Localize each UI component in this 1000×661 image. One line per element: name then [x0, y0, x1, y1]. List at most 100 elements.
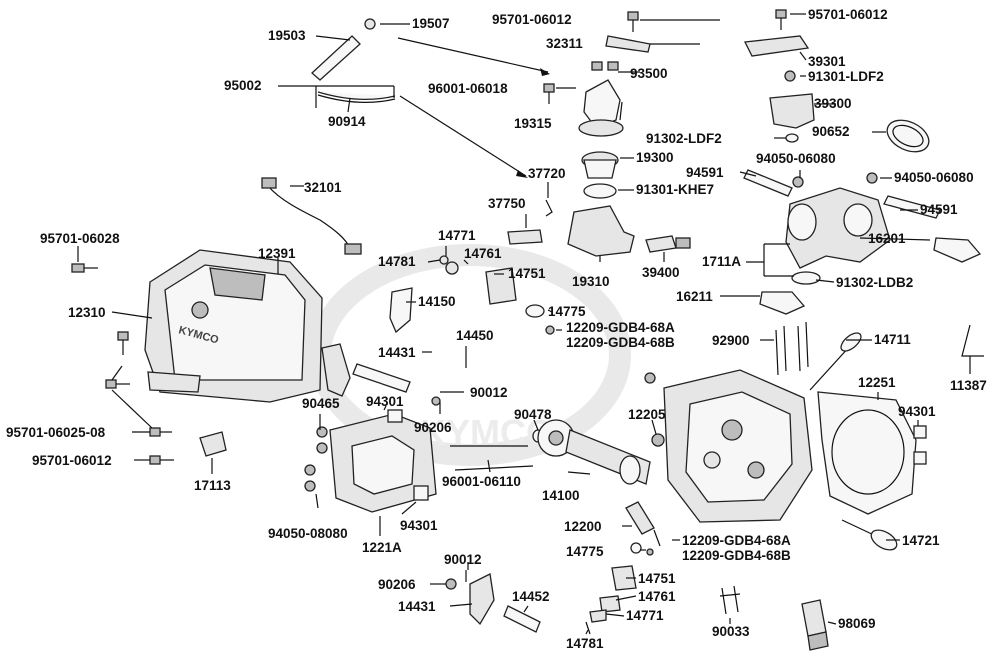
studs: [775, 321, 809, 376]
part-labels: 19507 19503 95002 90914 32101 95701-0602…: [6, 7, 987, 651]
label-19310: 19310: [572, 274, 610, 289]
label-93500: 93500: [630, 66, 668, 81]
rocker-components-upper: [321, 255, 555, 406]
label-37750: 37750: [488, 196, 526, 211]
label-39300: 39300: [814, 96, 852, 111]
label-14775-a: 14775: [548, 304, 586, 319]
label-1221a: 1221A: [362, 540, 402, 555]
breather-hose: [311, 18, 396, 104]
label-14751-a: 14751: [508, 266, 546, 281]
label-14771-a: 14771: [438, 228, 476, 243]
label-14751-b: 14751: [638, 571, 676, 586]
label-12310: 12310: [68, 305, 106, 320]
label-92900: 92900: [712, 333, 750, 348]
label-94301-c: 94301: [400, 518, 438, 533]
label-90652: 90652: [812, 124, 850, 139]
label-90206-a: 90206: [414, 420, 452, 435]
label-94301-a: 94301: [366, 394, 404, 409]
label-91301-ldf2: 91301-LDF2: [808, 69, 884, 84]
label-90033: 90033: [712, 624, 750, 639]
label-16201: 16201: [868, 231, 906, 246]
label-39400: 39400: [642, 265, 680, 280]
label-96001-06018: 96001-06018: [428, 81, 508, 96]
label-90012-a: 90012: [470, 385, 508, 400]
label-14761-a: 14761: [464, 246, 502, 261]
label-12209-gdb4-68b-a: 12209-GDB4-68B: [566, 335, 675, 350]
label-14781-a: 14781: [378, 254, 416, 269]
label-14761-b: 14761: [638, 589, 676, 604]
label-98069: 98069: [838, 616, 876, 631]
label-96001-06110: 96001-06110: [442, 474, 521, 489]
label-14100: 14100: [542, 488, 580, 503]
label-12251: 12251: [858, 375, 896, 390]
label-94050-08080: 94050-08080: [268, 526, 348, 541]
label-94050-06080-b: 94050-06080: [894, 170, 974, 185]
label-95701-06012-left: 95701-06012: [32, 453, 112, 468]
long-bolts: [450, 445, 534, 471]
rubber-mount: [199, 431, 227, 457]
arrow-heads: [516, 68, 550, 178]
temperature-sensor: [645, 235, 691, 253]
label-94050-06080-a: 94050-06080: [756, 151, 836, 166]
label-95701-06012-a: 95701-06012: [492, 12, 572, 27]
spark-plug: [801, 599, 829, 651]
label-32101: 32101: [304, 180, 342, 195]
label-17113: 17113: [194, 478, 231, 493]
label-16211: 16211: [676, 289, 713, 304]
label-19315: 19315: [514, 116, 552, 131]
label-95701-06028: 95701-06028: [40, 231, 120, 246]
label-12209-gdb4-68a-a: 12209-GDB4-68A: [566, 320, 675, 335]
label-90465: 90465: [302, 396, 340, 411]
sensor-and-clip: [507, 199, 553, 245]
label-14711: 14711: [874, 332, 911, 347]
camshaft: [537, 419, 651, 485]
camshaft-holder: [304, 409, 437, 513]
label-19503: 19503: [268, 28, 306, 43]
label-14431-b: 14431: [398, 599, 436, 614]
intake-manifold: [785, 187, 891, 269]
valve-intake: [841, 519, 898, 551]
rocker-components-lower: [445, 542, 654, 635]
label-90012-b: 90012: [444, 552, 482, 567]
head-gasket: [817, 391, 927, 515]
label-94591-b: 94591: [920, 202, 958, 217]
label-14431-a: 14431: [378, 345, 416, 360]
label-14450: 14450: [456, 328, 494, 343]
label-12209-gdb4-68b-b: 12209-GDB4-68B: [682, 548, 791, 563]
label-32311: 32311: [546, 36, 583, 51]
label-14781-b: 14781: [566, 636, 604, 651]
label-14721: 14721: [902, 533, 940, 548]
pin: [719, 585, 741, 615]
label-95002: 95002: [224, 78, 262, 93]
hose-clamp: [886, 119, 930, 153]
label-37720: 37720: [528, 166, 566, 181]
label-14150: 14150: [418, 294, 456, 309]
label-12200: 12200: [564, 519, 602, 534]
label-12391: 12391: [258, 246, 296, 261]
valve-exhaust: [809, 332, 862, 391]
label-12209-gdb4-68a-b: 12209-GDB4-68A: [682, 533, 791, 548]
label-91302-ldb2: 91302-LDB2: [836, 275, 913, 290]
label-90914: 90914: [328, 114, 366, 129]
label-19300: 19300: [636, 150, 674, 165]
label-94591-a: 94591: [686, 165, 724, 180]
label-1711a: 1711A: [702, 254, 741, 269]
label-94301-b: 94301: [898, 404, 936, 419]
label-39301: 39301: [808, 54, 846, 69]
label-91301-khe7: 91301-KHE7: [636, 182, 714, 197]
bracket: [961, 324, 984, 357]
label-95701-06012-b: 95701-06012: [808, 7, 888, 22]
manifold-gaskets: [759, 237, 982, 315]
tensioner: [625, 501, 661, 547]
sensor-harness: [261, 177, 362, 255]
bolts: [71, 9, 787, 465]
label-90206-b: 90206: [378, 577, 416, 592]
cylinder-head-cover: KYMCO: [144, 249, 323, 403]
fuel-injector-assembly: [744, 35, 815, 143]
label-12205: 12205: [628, 407, 666, 422]
label-14771-b: 14771: [626, 608, 664, 623]
label-95701-06025-08: 95701-06025-08: [6, 425, 106, 440]
label-90478: 90478: [514, 407, 552, 422]
label-91302-ldf2: 91302-LDF2: [646, 131, 722, 146]
